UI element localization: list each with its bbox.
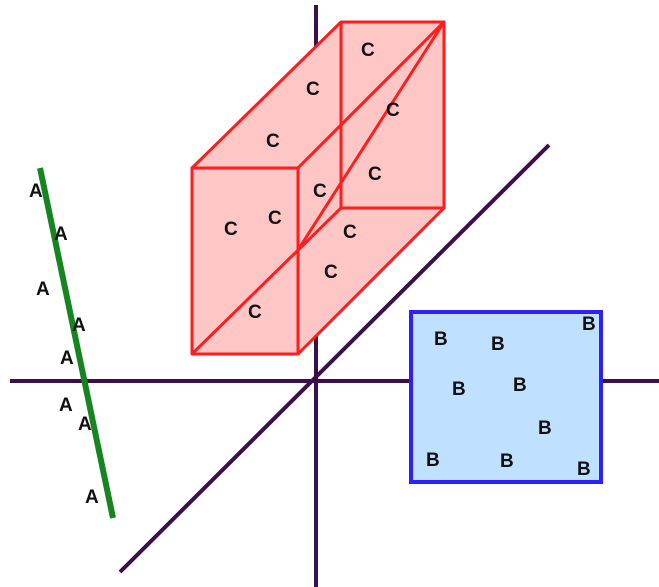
line-a-segment xyxy=(37,167,116,519)
plane-b-labels: B B B B B B B B B xyxy=(426,314,596,480)
box-c-front-face xyxy=(190,166,300,356)
plane-b-label: B xyxy=(491,334,505,355)
box-c-label: C xyxy=(266,131,280,152)
line-a-label: A xyxy=(85,487,99,508)
line-a-label: A xyxy=(36,279,50,300)
plane-b-rect xyxy=(409,310,603,484)
line-a-label: A xyxy=(29,181,43,202)
box-c-label: C xyxy=(361,40,375,61)
box-c-label: C xyxy=(386,100,400,121)
line-a-label: A xyxy=(72,315,86,336)
box-c-label: C xyxy=(268,208,282,229)
line-a-label: A xyxy=(54,224,68,245)
box-c-inner-edges xyxy=(190,21,446,356)
line-a-label: A xyxy=(78,414,92,435)
line-a: A A A A A A A A xyxy=(29,167,116,519)
box-c-label: C xyxy=(343,222,357,243)
box-c: C C C C C C C C C C C xyxy=(190,20,446,356)
line-a-labels: A A A A A A A A xyxy=(29,181,99,508)
line-a-label: A xyxy=(59,395,73,416)
plane-b-label: B xyxy=(538,418,552,439)
plane-b-label: B xyxy=(513,375,527,396)
box-c-label: C xyxy=(224,219,238,240)
box-c-label: C xyxy=(368,164,382,185)
box-c-back-bottom-edge xyxy=(190,206,343,356)
box-c-label: C xyxy=(306,79,320,100)
box-c-mid-diagonal xyxy=(296,21,446,251)
plane-b-label: B xyxy=(577,459,591,480)
box-c-label: C xyxy=(313,181,327,202)
plane-b-label: B xyxy=(452,379,466,400)
y-axis-diagonal xyxy=(118,143,551,574)
plane-b-label: B xyxy=(582,314,596,335)
box-c-label: C xyxy=(248,302,262,323)
plane-b-label: B xyxy=(426,450,440,471)
box-c-label: C xyxy=(324,262,338,283)
line-a-label: A xyxy=(60,348,74,369)
plane-b: B B B B B B B B B xyxy=(409,310,603,484)
plane-b-label: B xyxy=(500,451,514,472)
box-c-labels: C C C C C C C C C C C xyxy=(224,40,400,323)
plane-b-label: B xyxy=(434,329,448,350)
